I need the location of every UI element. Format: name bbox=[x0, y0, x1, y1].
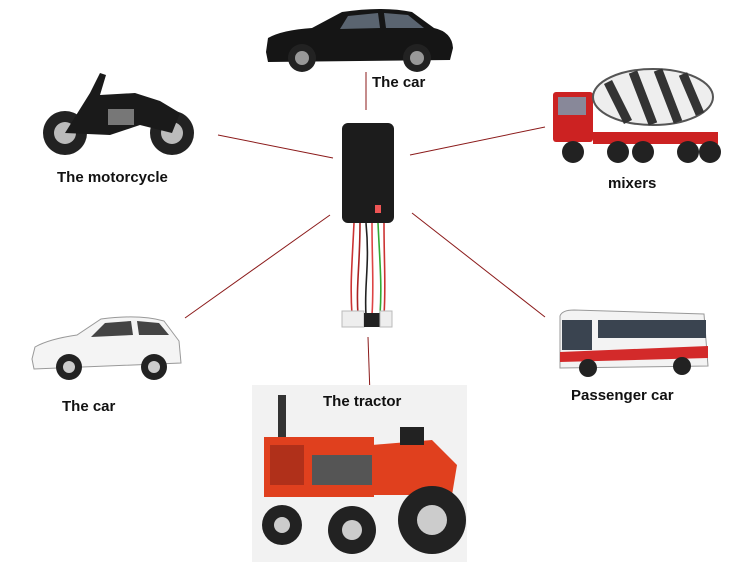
label-mixers: mixers bbox=[608, 175, 657, 192]
line-passenger-car bbox=[411, 212, 546, 318]
label-passenger-car: Passenger car bbox=[571, 387, 674, 404]
mixer-truck-image bbox=[553, 68, 721, 163]
label-motorcycle: The motorcycle bbox=[57, 169, 168, 186]
line-motorcycle bbox=[217, 134, 334, 159]
tractor-image bbox=[252, 385, 467, 562]
passenger-bus-image bbox=[559, 309, 709, 377]
gps-tracker-device bbox=[341, 123, 394, 328]
line-mixers bbox=[409, 126, 546, 156]
car-left-image bbox=[31, 316, 182, 380]
line-car-left bbox=[184, 214, 331, 319]
motorcycle-image bbox=[43, 73, 194, 155]
car-top-image bbox=[266, 9, 453, 72]
label-car-left: The car bbox=[62, 398, 116, 415]
label-car-top: The car bbox=[372, 74, 426, 91]
label-tractor: The tractor bbox=[323, 393, 402, 410]
